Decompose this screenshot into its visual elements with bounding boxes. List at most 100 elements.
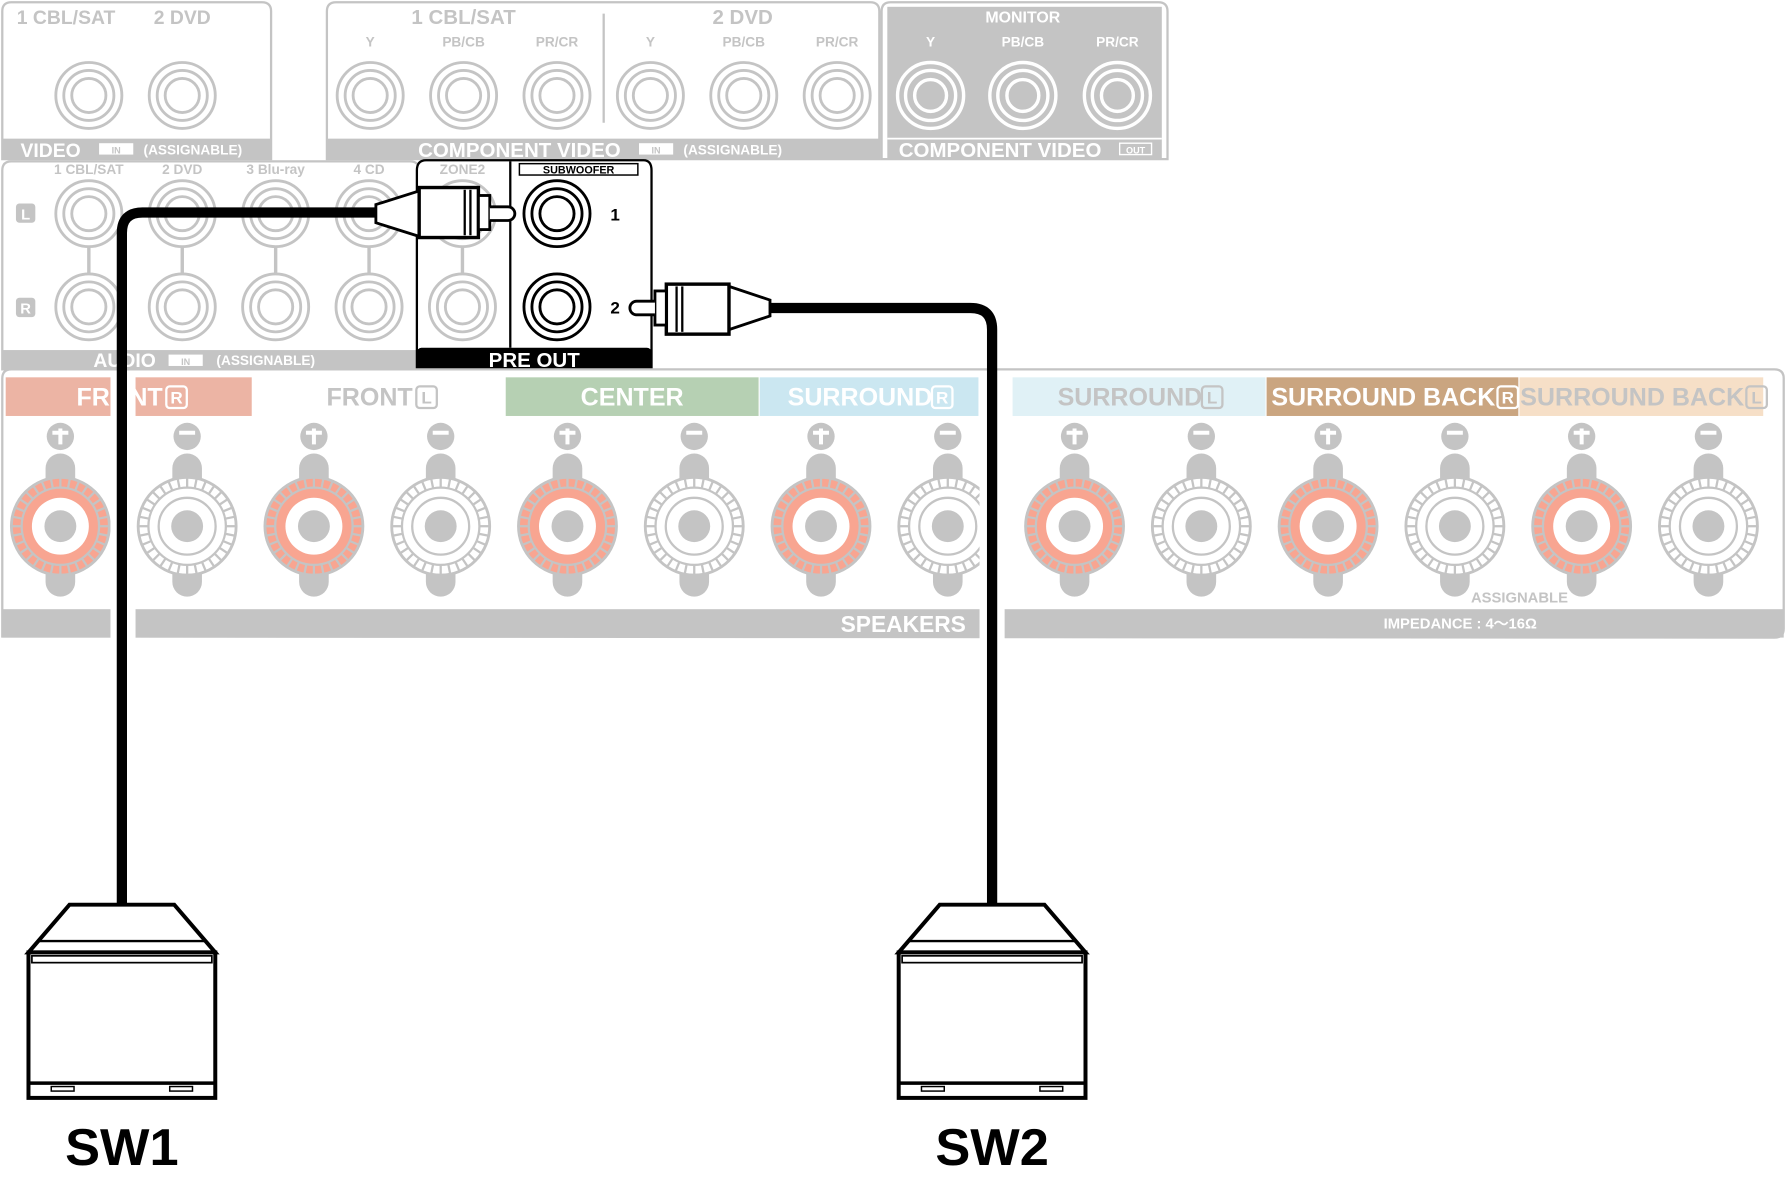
speakers-footer-bar: [2, 609, 1784, 638]
assignable-note: (ASSIGNABLE): [216, 353, 315, 368]
subwoofer-2-jack[interactable]: [522, 272, 592, 342]
channel-side-badge: [1745, 385, 1769, 410]
channel-label: CENTER: [581, 384, 684, 412]
component-out-jack[interactable]: [1082, 60, 1153, 131]
subwoofer-top: [894, 902, 1090, 955]
audio-in-jack-right[interactable]: [241, 272, 311, 342]
channel-side: L: [1751, 388, 1761, 407]
minus-icon: [934, 422, 962, 451]
video-in-label: 1 CBL/SAT: [17, 7, 116, 29]
audio-input-label: 3 Blu-ray: [246, 162, 305, 177]
speaker-terminal-minus[interactable]: [1150, 422, 1252, 597]
zone2-jack[interactable]: [427, 272, 497, 342]
speaker-terminal-plus[interactable]: [1277, 422, 1379, 597]
subwoofer-2[interactable]: SW2: [894, 902, 1090, 1177]
impedance-label: IMPEDANCE : 4〜16Ω: [1384, 617, 1537, 633]
subwoofer-label-box: [518, 162, 639, 176]
minus-icon: [1441, 422, 1469, 451]
speaker-terminal-minus[interactable]: [1658, 422, 1759, 597]
subwoofer-body: [896, 950, 1088, 1100]
cable-sw1: [116, 185, 517, 905]
component-out-footer: COMPONENT VIDEO: [899, 139, 1102, 162]
minus-icon: [173, 422, 201, 451]
video-in-jack[interactable]: [147, 61, 217, 130]
out-badge-bg: [1118, 142, 1153, 156]
in-badge-bg: [99, 143, 134, 155]
in-badge-bg: [638, 143, 674, 155]
component-in-jack[interactable]: [615, 61, 685, 130]
speaker-terminal-plus[interactable]: [263, 422, 365, 597]
channel-label: PB/CB: [723, 35, 766, 50]
rca-plug[interactable]: [727, 284, 772, 332]
video-in-jack[interactable]: [54, 61, 124, 130]
channel-label: PB/CB: [442, 35, 485, 50]
channel-label: Y: [366, 35, 375, 50]
audio-in-footer-bar: [2, 350, 420, 370]
speakers-panel: FRONTRFRONTLCENTERSURROUNDRSURROUNDLSURR…: [1, 368, 1785, 639]
speaker-channel-header: SURROUND BACK R: [1266, 377, 1520, 416]
minus-icon: [680, 422, 708, 451]
component-group-label: 1 CBL/SAT: [411, 6, 516, 29]
component-video-out-panel: MONITOR Y PB/CB PR/CR COMPONENT VIDEO OU…: [880, 1, 1169, 162]
channel-label: PR/CR: [1096, 35, 1139, 50]
audio-input-label: 4 CD: [353, 162, 384, 177]
audio-in-jack-right[interactable]: [54, 272, 124, 342]
component-out-jack[interactable]: [895, 60, 966, 131]
component-in-jack[interactable]: [522, 61, 592, 130]
audio-in-jack-right[interactable]: [147, 272, 217, 342]
channel-label: SURROUND: [788, 384, 933, 412]
speaker-terminal-minus[interactable]: [136, 422, 238, 597]
minus-icon: [1187, 422, 1216, 451]
speaker-terminal-minus[interactable]: [643, 422, 745, 597]
assignable-label: ASSIGNABLE: [1471, 590, 1568, 606]
subwoofer-label: SW2: [935, 1119, 1049, 1177]
subwoofer-label: SW1: [65, 1119, 179, 1177]
component-in-jack[interactable]: [709, 61, 779, 130]
in-badge: IN: [652, 145, 661, 155]
subwoofer-body: [26, 950, 218, 1100]
subwoofer-port-2-label: 2: [610, 299, 619, 318]
in-badge: IN: [112, 145, 121, 155]
pre-out-footer-bar: [416, 347, 652, 371]
cable-sw2: [628, 282, 998, 905]
assignable-note: (ASSIGNABLE): [144, 143, 243, 158]
speaker-terminal-minus[interactable]: [1404, 422, 1506, 597]
right-channel-badge: [15, 297, 36, 318]
channel-side: R: [1502, 388, 1514, 407]
channel-label: SURROUND BACK: [1520, 384, 1744, 412]
speaker-terminal-plus[interactable]: [1024, 422, 1125, 597]
component-out-jack[interactable]: [988, 60, 1058, 131]
channel-color-band: [1266, 377, 1519, 416]
channel-side-badge: [930, 385, 954, 410]
pre-out-footer: PRE OUT: [489, 349, 581, 372]
component-group-label: 2 DVD: [712, 6, 772, 29]
speaker-terminal-plus[interactable]: [1531, 422, 1633, 597]
channel-side-badge: [165, 385, 188, 410]
speaker-terminal-plus[interactable]: [770, 422, 872, 597]
video-in-label: 2 DVD: [154, 7, 211, 29]
component-in-jack[interactable]: [802, 61, 872, 130]
speaker-terminal-plus[interactable]: [517, 422, 618, 597]
channel-label: PB/CB: [1002, 35, 1045, 50]
channel-label: PR/CR: [536, 35, 579, 50]
component-in-jack[interactable]: [335, 61, 405, 130]
subwoofer-1-jack[interactable]: [522, 179, 592, 249]
audio-input-label: 2 DVD: [162, 162, 202, 177]
speaker-terminal-plus[interactable]: [9, 422, 111, 597]
audio-in-jack-left[interactable]: [54, 179, 124, 249]
speaker-terminal-minus[interactable]: [390, 422, 492, 597]
row-label-right: R: [20, 302, 31, 318]
subwoofer-1[interactable]: SW1: [24, 902, 220, 1177]
channel-side-badge: [1496, 385, 1520, 410]
channel-label: SURROUND BACK: [1271, 384, 1495, 412]
video-in-footer: VIDEO: [21, 140, 81, 162]
subwoofer-top: [24, 902, 220, 955]
audio-in-jack-right[interactable]: [334, 272, 404, 342]
out-badge: OUT: [1126, 145, 1146, 155]
component-in-jack[interactable]: [429, 61, 499, 130]
video-in-footer-bar: [2, 138, 272, 160]
channel-label: PR/CR: [816, 35, 859, 50]
speaker-channel-header: CENTER: [505, 377, 759, 416]
channel-side-badge: [415, 385, 438, 410]
